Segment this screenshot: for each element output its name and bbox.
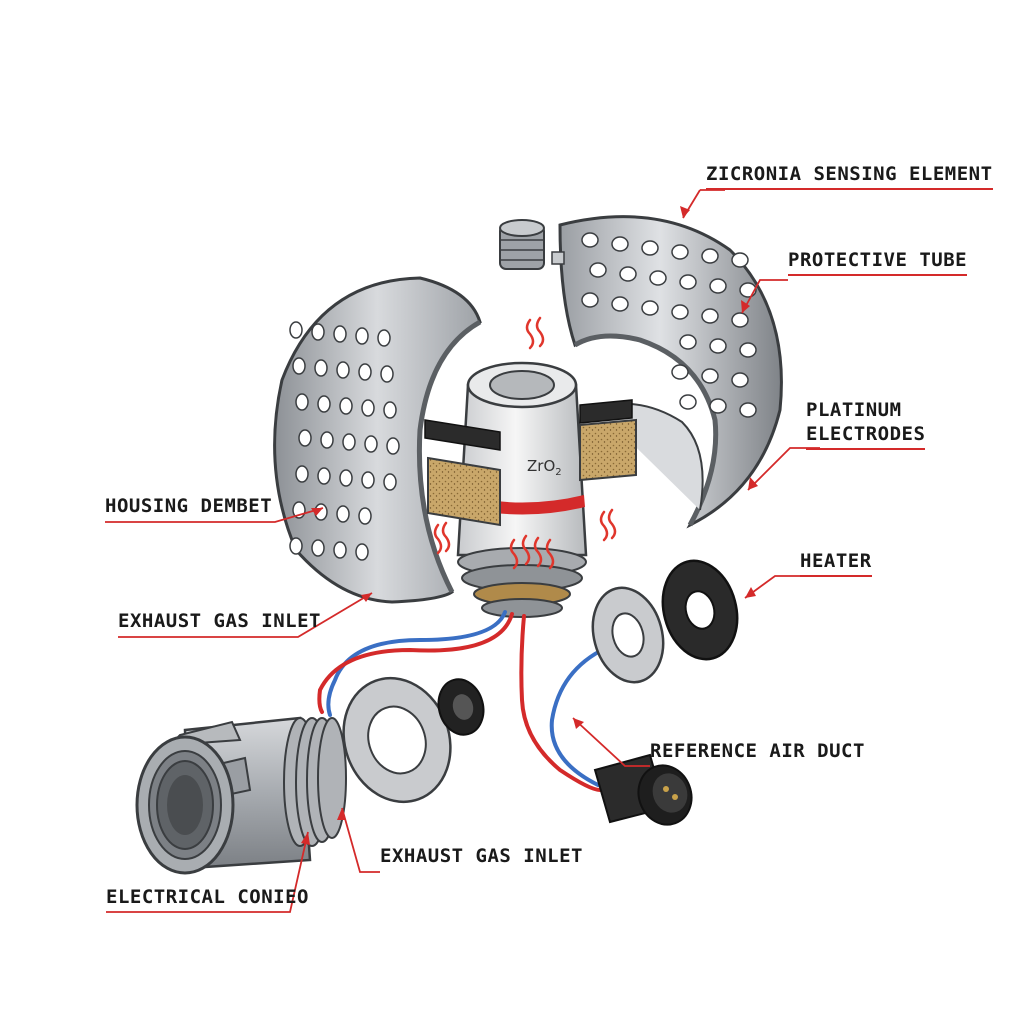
perforation-hole	[320, 431, 334, 449]
gray-washer-center	[342, 676, 452, 804]
perforation-hole	[336, 361, 350, 379]
perforation-hole	[731, 252, 749, 268]
perforation-hole	[339, 397, 353, 415]
perforation-hole	[611, 236, 629, 252]
perforation-hole	[649, 270, 667, 286]
perforation-hole	[581, 292, 599, 308]
heater-ring	[661, 559, 739, 661]
perforation-hole	[339, 469, 353, 487]
perforation-hole	[701, 308, 719, 324]
housing-shield-left	[273, 276, 482, 604]
label-housing: HOUSING DEMBET	[105, 495, 273, 517]
perforation-hole	[731, 372, 749, 388]
perforation-hole	[317, 467, 331, 485]
perforation-hole	[671, 244, 689, 260]
heat-indicators	[433, 316, 617, 570]
perforation-hole	[739, 342, 757, 358]
perforation-hole	[581, 232, 599, 248]
label-platinum-electrodes: PLATINUM ELECTRODES	[806, 398, 926, 450]
gray-washer-right	[591, 586, 665, 684]
perforation-hole	[679, 274, 697, 290]
perforation-hole	[358, 507, 372, 525]
perforation-hole	[295, 393, 309, 411]
protective-tube-shield-right	[558, 215, 783, 529]
perforation-hole	[701, 248, 719, 264]
perforation-hole	[333, 325, 347, 343]
perforation-hole	[361, 471, 375, 489]
label-protective-tube: PROTECTIVE TUBE	[788, 249, 968, 276]
perforation-hole	[383, 473, 397, 491]
perforation-hole	[317, 395, 331, 413]
perforation-hole	[611, 296, 629, 312]
perforation-hole	[641, 300, 659, 316]
perforation-hole	[292, 357, 306, 375]
platinum-electrodes	[424, 399, 637, 527]
label-zirconia-sensing-element: ZICRONIA SENSING ELEMENT	[706, 163, 993, 190]
leader-lines	[105, 189, 820, 913]
perforation-hole	[701, 368, 719, 384]
perforation-hole	[380, 365, 394, 383]
sensor-wires	[317, 610, 608, 792]
perforation-hole	[361, 399, 375, 417]
wire-connector-plug	[593, 753, 693, 826]
perforation-hole	[386, 437, 400, 455]
perforation-hole	[289, 321, 303, 339]
perforation-hole	[619, 266, 637, 282]
perforation-hole	[355, 543, 369, 561]
small-threaded-plug	[499, 219, 565, 270]
leader-arrowheads	[301, 206, 758, 845]
perforation-hole	[377, 329, 391, 347]
perforation-hole	[289, 537, 303, 555]
perforation-hole	[364, 435, 378, 453]
perforation-hole	[336, 505, 350, 523]
perforation-hole	[671, 304, 689, 320]
perforation-hole	[709, 398, 727, 414]
perforation-hole	[311, 323, 325, 341]
black-grommet	[437, 678, 485, 736]
perforation-hole	[731, 312, 749, 328]
perforation-hole	[641, 240, 659, 256]
label-exhaust-gas-inlet-lower: EXHAUST GAS INLET	[380, 845, 583, 867]
perforation-hole	[709, 338, 727, 354]
label-heater: HEATER	[800, 550, 872, 577]
perforation-hole	[679, 394, 697, 410]
perforation-hole	[383, 401, 397, 419]
perforation-hole	[342, 433, 356, 451]
perforation-hole	[679, 334, 697, 350]
perforation-hole	[314, 359, 328, 377]
perforation-hole	[671, 364, 689, 380]
perforation-hole	[358, 363, 372, 381]
threaded-connector-body	[135, 716, 347, 875]
label-electrical-connector: ELECTRICAL CONIEO	[106, 886, 309, 908]
label-exhaust-gas-inlet-upper: EXHAUST GAS INLET	[118, 610, 321, 632]
perforation-hole	[311, 539, 325, 557]
perforation-hole	[589, 262, 607, 278]
perforation-hole	[295, 465, 309, 483]
zirconia-element-formula: ZrO2	[527, 457, 562, 478]
perforation-hole	[333, 541, 347, 559]
perforation-hole	[739, 402, 757, 418]
perforation-hole	[355, 327, 369, 345]
perforation-hole	[709, 278, 727, 294]
perforation-hole	[298, 429, 312, 447]
label-reference-air-duct: REFERENCE AIR DUCT	[650, 740, 865, 762]
